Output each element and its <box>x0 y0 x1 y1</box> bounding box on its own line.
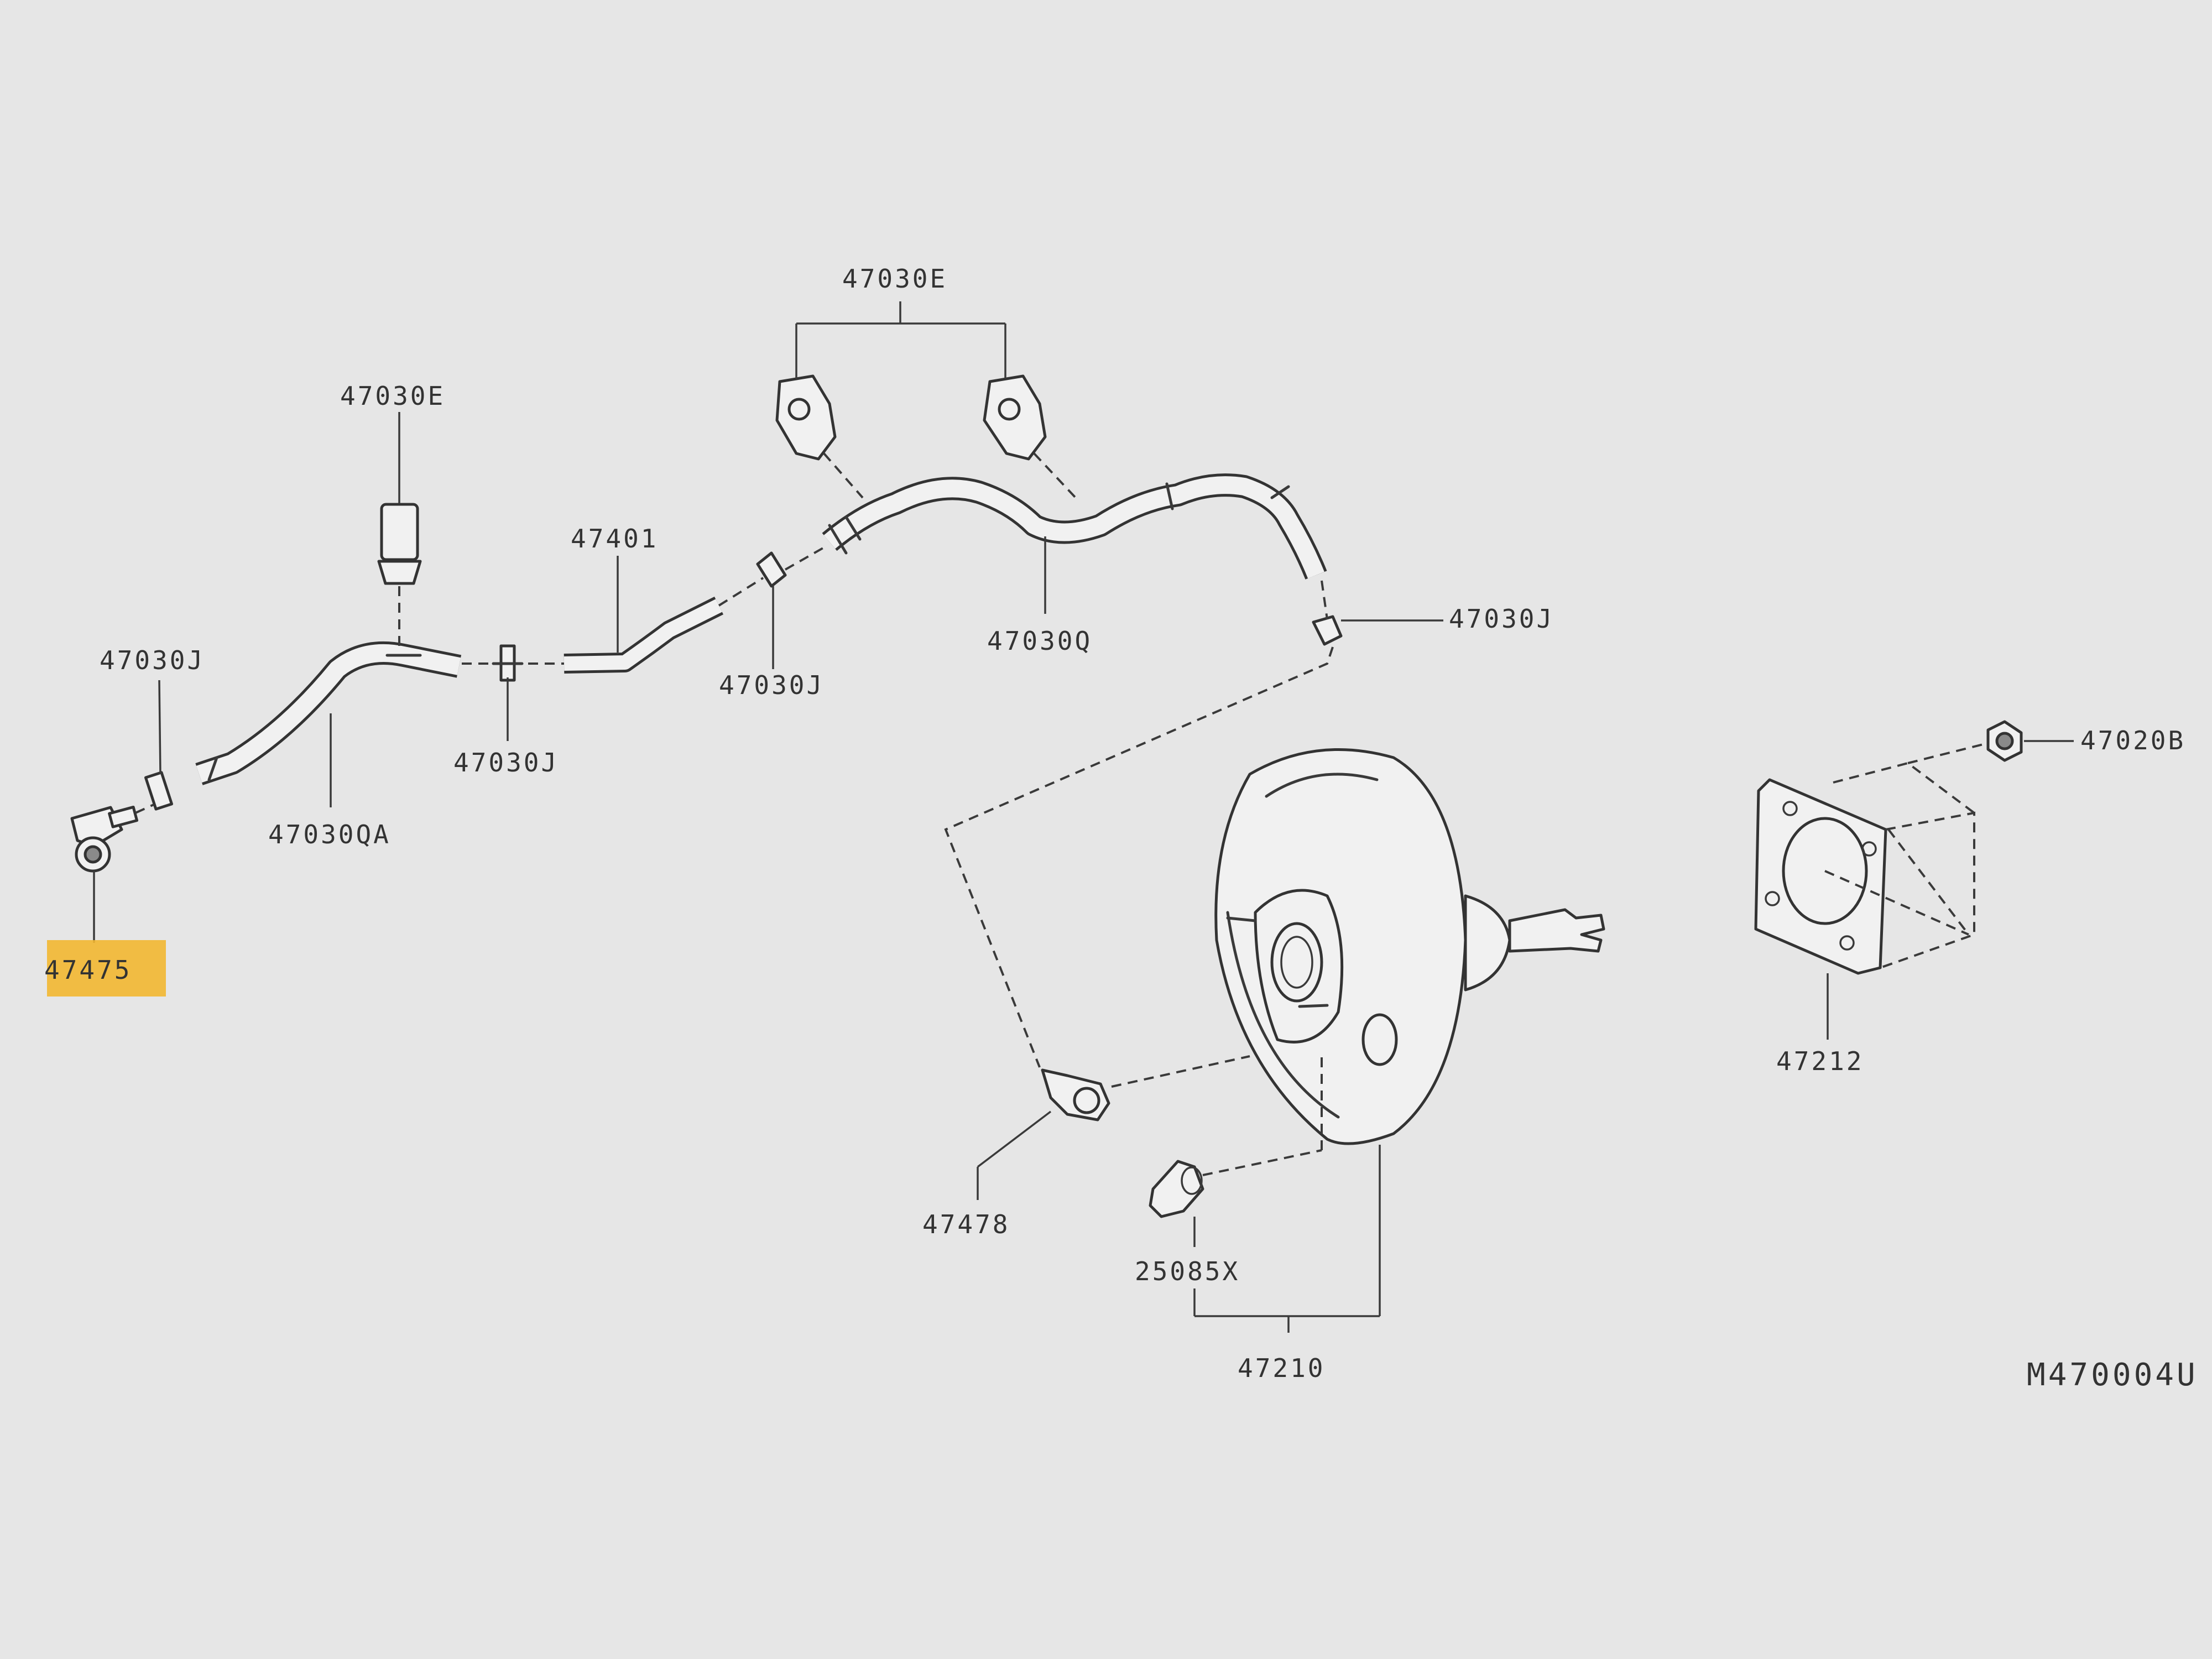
clamp-47030J-right <box>1312 580 1343 646</box>
nut-47020B <box>1986 720 2023 762</box>
label-47212: 47212 <box>1776 1046 1864 1076</box>
label-47030J-mid: 47030J <box>453 748 559 778</box>
highlight-47475 <box>47 940 166 997</box>
label-47030J-pipe: 47030J <box>719 670 824 700</box>
clamp-47030J-pipe <box>756 546 825 588</box>
label-47478: 47478 <box>922 1209 1010 1239</box>
label-47020B: 47020B <box>2080 726 2185 755</box>
label-47030J-right: 47030J <box>1449 604 1554 634</box>
clip-47030E-right <box>983 374 1077 499</box>
hose-47030QA <box>195 641 462 785</box>
check-valve-47475 <box>70 804 154 873</box>
connector-47030E-left <box>377 503 422 647</box>
pipe-47401 <box>564 577 764 674</box>
diagram-id: M470004U <box>2027 1357 2198 1393</box>
label-47030E-top: 47030E <box>842 264 947 294</box>
joint-47030J-mid <box>462 644 564 682</box>
leader-lines <box>93 301 2074 1333</box>
label-47030Q: 47030Q <box>987 626 1092 656</box>
hose-47030Q <box>822 473 1327 580</box>
gasket-47212 <box>1754 743 1986 975</box>
label-47030QA: 47030QA <box>268 820 391 849</box>
label-47401: 47401 <box>571 524 658 554</box>
connection-to-booster <box>944 646 1334 1068</box>
label-47030E-left: 47030E <box>340 381 445 411</box>
label-47030J-left: 47030J <box>100 645 205 675</box>
label-47210: 47210 <box>1238 1353 1325 1383</box>
grommet-25085X <box>1149 1051 1323 1218</box>
clip-47030E-left <box>775 374 864 499</box>
brake-booster-47210 <box>1214 748 1605 1145</box>
part-labels: 47030E 47030E 47401 47030J 47030J 47030J… <box>44 264 2198 1393</box>
clamp-47030J-left <box>144 771 174 811</box>
label-47475: 47475 <box>44 955 132 985</box>
sensor-47478 <box>1041 1055 1250 1121</box>
label-25085X: 25085X <box>1135 1256 1240 1286</box>
